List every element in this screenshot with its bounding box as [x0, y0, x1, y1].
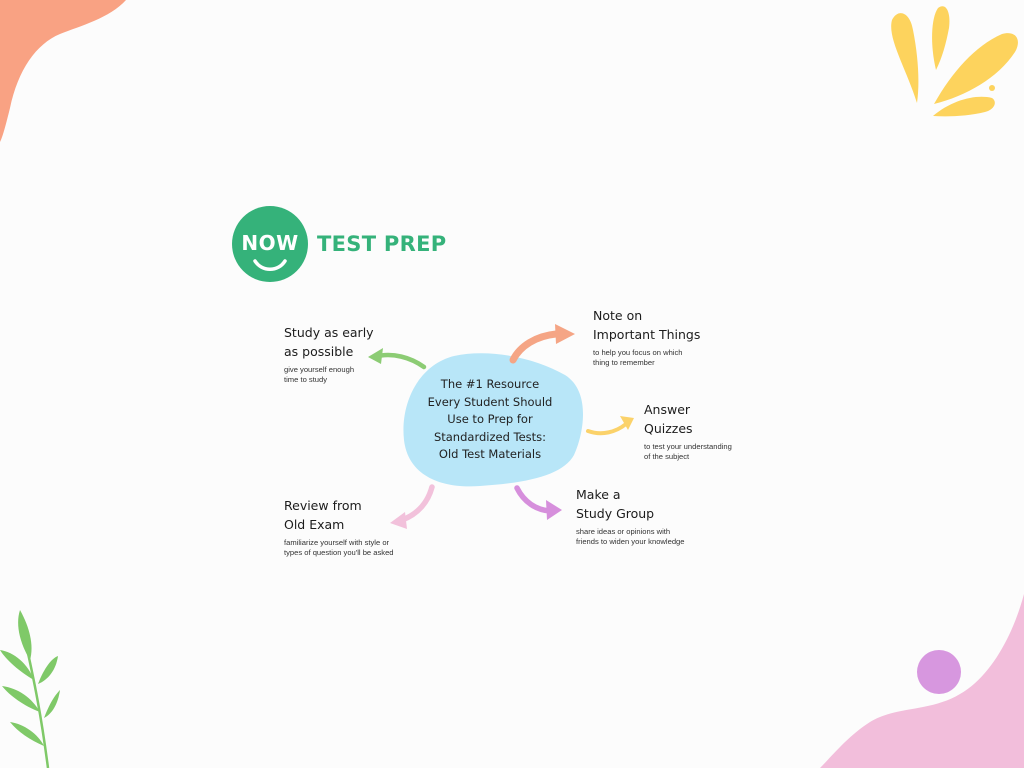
logo-badge-text: NOW — [241, 231, 299, 255]
branch-description: to help you focus on which thing to reme… — [593, 348, 683, 367]
branch-title: Study as early as possible — [284, 325, 374, 359]
arrow-study-early — [368, 348, 427, 370]
arrow-study-group — [514, 485, 562, 520]
branch-answer-quizzes: Answer Quizzes to test your understandin… — [644, 401, 732, 462]
smile-icon — [253, 259, 287, 271]
branch-study-group: Make a Study Group share ideas or opinio… — [576, 486, 685, 547]
branch-review-old-exam: Review from Old Exam familiarize yoursel… — [284, 497, 394, 558]
logo-badge: NOW — [232, 206, 308, 282]
branch-title: Review from Old Exam — [284, 498, 362, 532]
central-topic: The #1 Resource Every Student Should Use… — [427, 377, 553, 462]
branch-description: give yourself enough time to study — [284, 365, 355, 384]
arrow-review — [390, 484, 435, 529]
branch-study-early: Study as early as possible give yourself… — [284, 324, 374, 385]
bottom-right-dot — [917, 650, 961, 694]
logo-wordmark: TEST PREP — [317, 232, 447, 256]
top-left-blob — [0, 0, 126, 142]
arrow-quizzes — [586, 416, 634, 436]
branch-title: Make a Study Group — [576, 487, 655, 521]
branch-description: share ideas or opinions with friends to … — [576, 527, 685, 546]
top-right-leaves — [891, 6, 1018, 117]
bottom-left-plant — [0, 610, 60, 768]
branch-description: to test your understanding of the subjec… — [644, 442, 732, 461]
central-bubble — [403, 353, 583, 487]
branch-title: Note on Important Things — [593, 308, 701, 342]
logo: NOW TEST PREP — [232, 206, 446, 282]
branch-note-important: Note on Important Things to help you foc… — [593, 307, 700, 368]
branch-description: familiarize yourself with style or types… — [284, 538, 394, 557]
arrow-note — [509, 324, 575, 364]
bottom-right-blob — [820, 594, 1024, 768]
branch-title: Answer Quizzes — [644, 402, 693, 436]
